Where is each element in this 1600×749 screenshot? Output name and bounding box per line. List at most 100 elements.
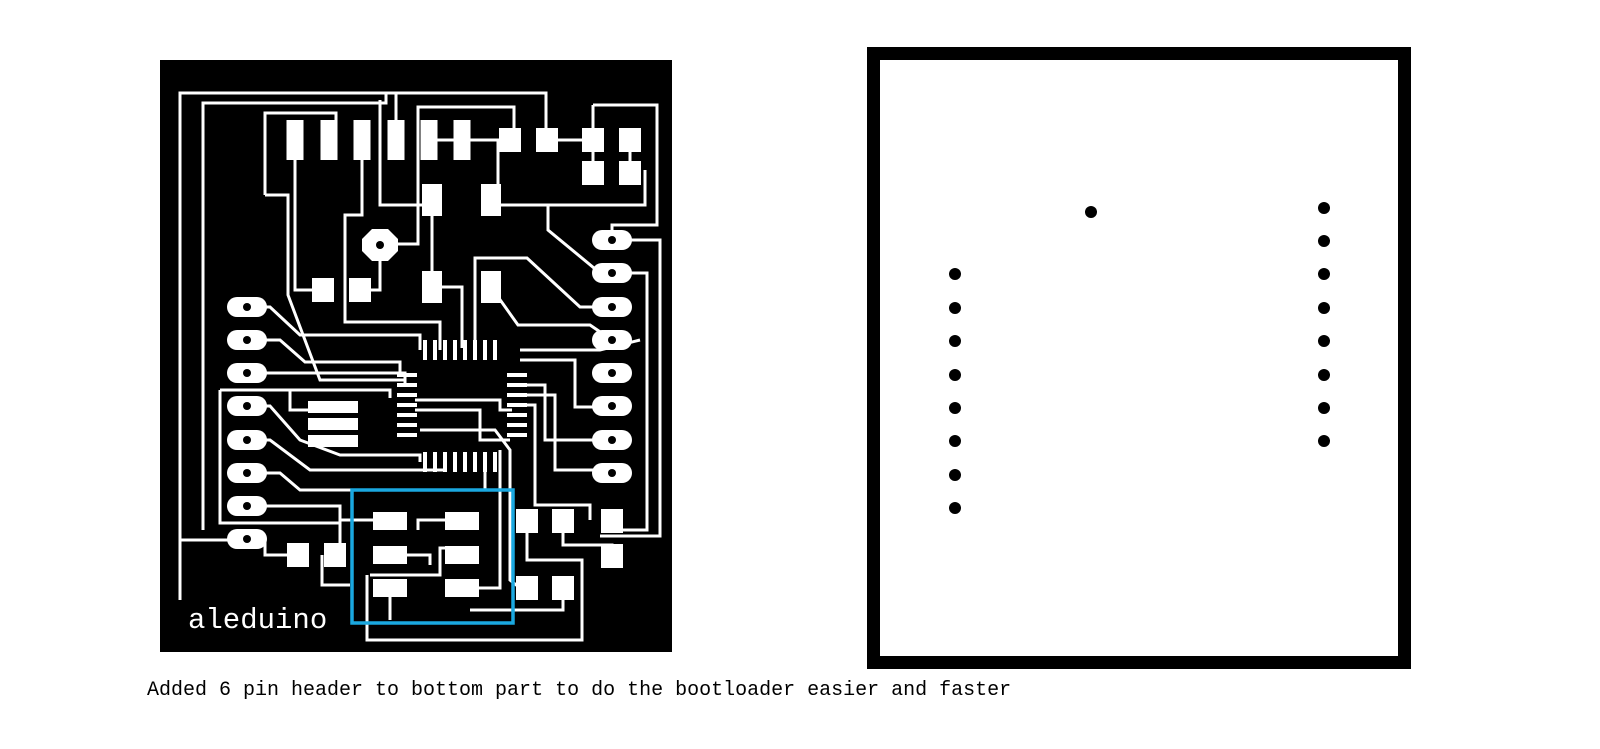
trace <box>218 390 342 555</box>
trace <box>380 105 516 246</box>
board-background <box>160 60 672 652</box>
smd-pad <box>552 509 574 533</box>
trace <box>473 256 612 350</box>
trace <box>320 555 350 587</box>
chip-pin <box>397 393 417 397</box>
drill-hole <box>1318 335 1330 347</box>
drill-hole <box>949 302 961 314</box>
smd-pad <box>324 543 346 567</box>
pad-hole <box>608 369 616 377</box>
chip-pin <box>397 413 417 417</box>
smd-pad <box>516 509 538 533</box>
chip-pin <box>493 340 497 360</box>
trace <box>288 390 310 412</box>
chip-pin <box>507 403 527 407</box>
board-label: aleduino <box>188 604 327 637</box>
pad-hole <box>608 336 616 344</box>
chip-pin <box>507 393 527 397</box>
trace <box>600 238 662 538</box>
drill-hole <box>949 435 961 447</box>
resistor-pad <box>308 418 358 430</box>
chip-pin <box>507 383 527 387</box>
trace <box>343 140 442 350</box>
drill-hole <box>1318 268 1330 280</box>
header-pad <box>373 512 407 530</box>
smd-pad <box>516 576 538 600</box>
chip-pin <box>473 452 477 472</box>
smd-pad <box>499 128 521 152</box>
pad-hole <box>243 402 251 410</box>
holes-board <box>867 47 1411 669</box>
chip-pin <box>507 423 527 427</box>
trace <box>546 205 601 275</box>
pad-hole <box>608 402 616 410</box>
chip-pin <box>433 340 437 360</box>
drill-hole <box>949 502 961 514</box>
smd-pad <box>601 509 623 533</box>
chip-pin <box>463 452 467 472</box>
trace <box>415 398 512 412</box>
chip-pin <box>443 340 447 360</box>
drill-hole <box>1318 369 1330 381</box>
pad-hole <box>608 236 616 244</box>
pad-hole <box>376 241 384 249</box>
chip-pin <box>463 340 467 360</box>
chip-pin <box>493 452 497 472</box>
pad-hole <box>608 303 616 311</box>
trace <box>178 91 548 540</box>
chip-pin <box>433 452 437 472</box>
smd-pad <box>536 128 558 152</box>
smd-pad <box>582 128 604 152</box>
header-pad <box>445 579 479 597</box>
chip-pin <box>507 373 527 377</box>
drill-hole <box>1318 235 1330 247</box>
trace <box>247 462 487 492</box>
copper-pads <box>227 120 641 600</box>
drill-holes <box>949 202 1330 514</box>
pin-pad <box>286 120 304 160</box>
pad-hole <box>243 535 251 543</box>
smd-pad <box>481 184 501 216</box>
pad-hole <box>608 469 616 477</box>
header-pad <box>445 512 479 530</box>
trace <box>378 100 432 207</box>
trace <box>220 388 392 398</box>
holes-board-outline <box>867 47 1411 669</box>
chip-pin <box>397 433 417 437</box>
chip-pin <box>453 452 457 472</box>
chip-pin <box>443 452 447 472</box>
smd-pad <box>422 271 442 303</box>
chip-pin <box>397 403 417 407</box>
drill-hole <box>1318 302 1330 314</box>
smd-pad <box>312 278 334 302</box>
smd-pad <box>481 271 501 303</box>
trace <box>415 408 510 442</box>
chip-pin <box>423 452 427 472</box>
pin-pad <box>453 120 471 160</box>
pad-hole <box>608 269 616 277</box>
figure-caption: Added 6 pin header to bottom part to do … <box>147 679 1012 702</box>
pad-hole <box>608 436 616 444</box>
drill-hole <box>1318 202 1330 214</box>
pad-hole <box>243 303 251 311</box>
drill-hole <box>949 335 961 347</box>
smd-pad <box>619 161 641 185</box>
smd-pad <box>349 278 371 302</box>
pin-pad <box>387 120 405 160</box>
drill-hole <box>1318 435 1330 447</box>
header-pad <box>373 579 407 597</box>
trace <box>520 393 612 472</box>
smd-pad <box>601 544 623 568</box>
pad-hole <box>243 469 251 477</box>
chip-pin <box>397 423 417 427</box>
chip-pin <box>397 383 417 387</box>
smd-pad <box>287 543 309 567</box>
pad-hole <box>243 336 251 344</box>
smd-pad <box>552 576 574 600</box>
drill-hole <box>949 469 961 481</box>
drill-hole <box>1085 206 1097 218</box>
chip-pin <box>507 413 527 417</box>
pad-hole <box>243 369 251 377</box>
smd-pad <box>619 128 641 152</box>
